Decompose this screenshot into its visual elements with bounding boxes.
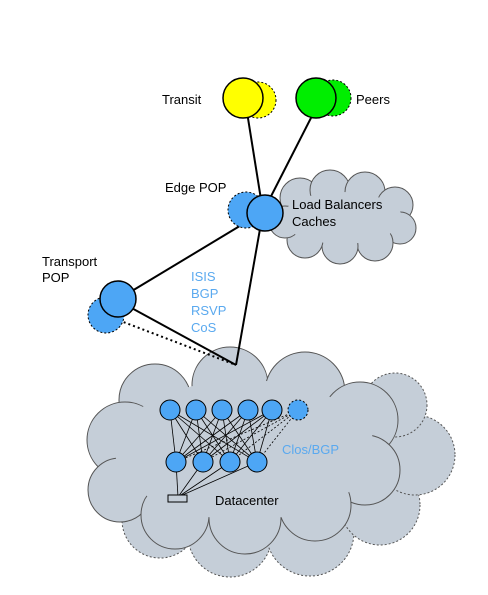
clos-mesh-standby: [175, 409, 299, 463]
clos-bgp-label: Clos/BGP: [282, 442, 339, 457]
transit-router: [222, 77, 264, 119]
spine-switch: [211, 399, 233, 421]
protocol-cos: CoS: [191, 320, 217, 335]
leaf-switches: [165, 451, 268, 473]
datacenter-label: Datacenter: [215, 493, 279, 508]
link-peers-edge: [262, 111, 315, 213]
leaf-switch: [165, 451, 187, 473]
spine-switch: [185, 399, 207, 421]
peers-router: [295, 77, 337, 119]
protocol-bgp: BGP: [191, 286, 218, 301]
protocol-isis: ISIS: [191, 269, 216, 284]
link-edge-transport: [116, 211, 264, 301]
protocol-rsvp: RSVP: [191, 303, 226, 318]
leaf-switch: [219, 451, 241, 473]
load-balancers-label: Load Balancers: [292, 197, 383, 212]
transport-pop-router: [99, 280, 137, 318]
spine-switch-standby: [287, 399, 309, 421]
server-icon: [167, 494, 188, 503]
peers-label: Peers: [356, 92, 390, 107]
transport-pop-label-line2: POP: [42, 270, 69, 285]
transport-pop-label-line1: Transport: [42, 254, 98, 269]
transit-label: Transit: [162, 92, 202, 107]
caches-label: Caches: [292, 214, 337, 229]
leaf-switch: [246, 451, 268, 473]
spine-switch: [261, 399, 283, 421]
edge-pop-label: Edge POP: [165, 180, 226, 195]
leaf-switch: [192, 451, 214, 473]
links: [116, 111, 315, 366]
datacenter-cloud-fill: [115, 380, 375, 520]
link-edge-datacenter: [235, 211, 264, 366]
spine-switches: [159, 399, 283, 421]
edge-pop-router: [246, 194, 284, 232]
spine-switch: [237, 399, 259, 421]
spine-switch: [159, 399, 181, 421]
link-transport-datacenter-standby: [104, 314, 237, 366]
link-transport-datacenter: [116, 299, 237, 366]
